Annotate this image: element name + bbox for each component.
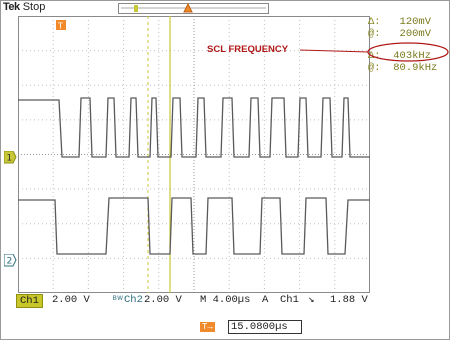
scl-frequency-annotation: SCL FREQUENCY [207, 44, 289, 55]
at-voltage-readout: @: 200mV [368, 28, 432, 40]
cursor-time-readout: T→ 15.0800µs [200, 320, 302, 334]
delta-voltage-readout: Δ: 120mV [368, 16, 432, 28]
annotation-callout [299, 42, 449, 62]
timebase: M 4.00µs [200, 294, 251, 306]
ch2-scale: 2.00 V [144, 294, 182, 306]
ch1-ground-marker[interactable]: 1 [4, 151, 17, 164]
ch1-trace [18, 97, 370, 158]
bw-limit-icon: ᴮᵂ [112, 295, 123, 305]
svg-text:2: 2 [7, 257, 13, 267]
trigger-offset-icon: T→ [200, 322, 215, 332]
acquisition-state: Stop [22, 1, 46, 13]
cursor-readouts: Δ: 120mV @: 200mV Δ: 403kHz @: 80.9kHz [368, 16, 437, 74]
trigger-source: Ch1 [280, 294, 299, 306]
ch2-trace [18, 197, 370, 255]
ch2-ground-marker[interactable]: 2 [4, 254, 17, 267]
trigger-marker[interactable]: T [56, 20, 70, 32]
ch1-label[interactable]: Ch1 [16, 294, 43, 308]
ch1-scale: 2.00 V [52, 294, 90, 306]
trigger-mode: A [262, 294, 269, 306]
trigger-position-bar [118, 3, 269, 14]
ch2-label[interactable]: Ch2 [124, 294, 143, 306]
waveform-display [18, 16, 370, 293]
delta-frequency-readout: Δ: 403kHz [368, 50, 432, 62]
status-bar: Ch1 2.00 V ᴮᵂ Ch2 2.00 V M 4.00µs A Ch1 … [16, 294, 370, 308]
cursor-time-value: 15.0800µs [228, 320, 302, 334]
svg-text:1: 1 [7, 154, 13, 164]
at-frequency-readout: @: 80.9kHz [368, 62, 438, 74]
brand-tek: Tek [3, 1, 20, 13]
trigger-slope-icon: ↘ [308, 294, 315, 306]
svg-text:T: T [57, 22, 63, 31]
trigger-level: 1.88 V [330, 294, 368, 306]
brand-status: Tek Stop [3, 1, 45, 13]
